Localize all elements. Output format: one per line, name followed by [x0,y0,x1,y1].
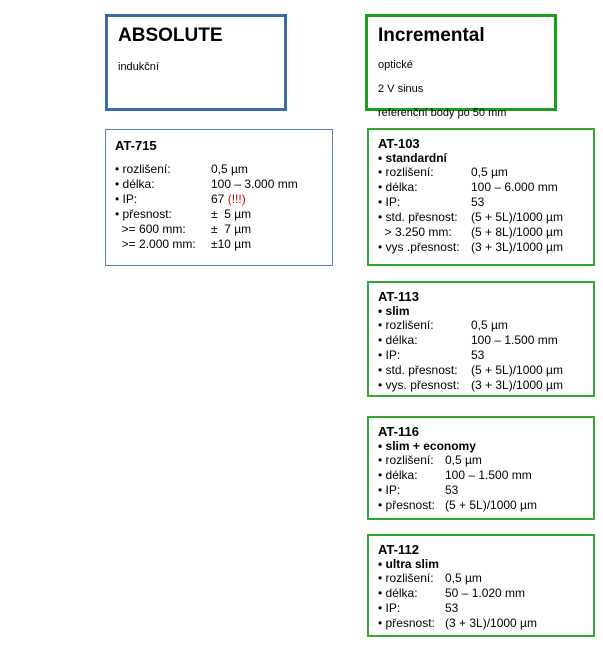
spec-value: 67 [211,192,225,206]
spec-label: • rozlišení: [378,165,434,179]
card-title: AT-715 [115,138,157,153]
spec-label: • délka: [378,333,418,347]
spec-value: (5 + 8L)/1000 µm [471,225,563,239]
incremental-line-3: referenční body po 50 mm [378,107,507,119]
spec-value: 53 [445,601,459,615]
spec-label: • IP: [115,192,138,206]
spec-label: • délka: [115,177,155,191]
spec-label: • rozlišení: [378,318,434,332]
spec-label: • rozlišení: [378,453,434,467]
spec-row: • vys .přesnost: (3 + 3L)/1000 µm [378,240,584,255]
card-at103: AT-103 • standardní • rozlišení: 0,5 µm … [367,128,595,266]
spec-row: • délka: 100 – 3.000 mm [115,177,323,192]
spec-value: 53 [471,195,485,209]
absolute-subtitle: indukční [118,61,159,73]
incremental-line-1: optické [378,59,413,71]
absolute-header-box: ABSOLUTE indukční [105,14,287,111]
card-subtitle: • slim + economy [378,439,476,453]
spec-value: (3 + 3L)/1000 µm [471,378,563,392]
spec-value: (3 + 3L)/1000 µm [445,616,537,630]
card-title: AT-112 [378,542,419,557]
card-subtitle: • slim [378,304,410,318]
card-title: AT-113 [378,289,419,304]
incremental-line-2: 2 V sinus [378,83,424,95]
spec-row: • délka: 100 – 1.500 mm [378,468,584,483]
spec-row: • délka: 100 – 1.500 mm [378,333,584,348]
card-title: AT-116 [378,424,419,439]
spec-value: 0,5 µm [445,453,482,467]
spec-label: • IP: [378,348,401,362]
spec-value: (3 + 3L)/1000 µm [471,240,563,254]
spec-row: • IP: 53 [378,348,584,363]
spec-value: 50 – 1.020 mm [445,586,526,600]
spec-value: 100 – 6.000 mm [471,180,558,194]
spec-value: 0,5 µm [211,162,248,176]
spec-label: • vys. přesnost: [378,378,460,392]
spec-row: > 3.250 mm: (5 + 8L)/1000 µm [378,225,584,240]
spec-value: 100 – 1.500 mm [471,333,558,347]
spec-value: (5 + 5L)/1000 µm [471,210,563,224]
spec-label: • přesnost: [115,207,172,221]
spec-value: 100 – 3.000 mm [211,177,298,191]
spec-label: • rozlišení: [378,571,434,585]
incremental-title: Incremental [378,25,485,46]
card-at715: AT-715 • rozlišení: 0,5 µm • délka: 100 … [105,129,333,266]
spec-row: • vys. přesnost: (3 + 3L)/1000 µm [378,378,584,393]
spec-value: 0,5 µm [471,165,508,179]
spec-label: • přesnost: [378,498,435,512]
spec-row: • IP: 67 (!!!) [115,192,323,207]
spec-row: • IP: 53 [378,195,584,210]
card-at112: AT-112 • ultra slim • rozlišení: 0,5 µm … [367,534,595,637]
spec-label: • IP: [378,601,401,615]
spec-label: • std. přesnost: [378,363,458,377]
spec-row: • přesnost: (3 + 3L)/1000 µm [378,616,584,631]
spec-label: >= 2.000 mm: [115,237,196,251]
spec-row: • IP: 53 [378,483,584,498]
spec-value: 53 [445,483,459,497]
spec-row: • délka: 50 – 1.020 mm [378,586,584,601]
card-subtitle: • ultra slim [378,557,439,571]
spec-label: • přesnost: [378,616,435,630]
spec-label: • délka: [378,586,418,600]
spec-label: • IP: [378,195,401,209]
spec-value: 100 – 1.500 mm [445,468,532,482]
spec-row: • přesnost: ± 5 µm [115,207,323,222]
spec-row: • délka: 100 – 6.000 mm [378,180,584,195]
spec-value: ±10 µm [211,237,252,251]
spec-row: • rozlišení: 0,5 µm [378,453,584,468]
incremental-header-box: Incremental optické 2 V sinus referenční… [365,14,557,119]
spec-row: • rozlišení: 0,5 µm [378,165,584,180]
spec-row: • rozlišení: 0,5 µm [378,318,584,333]
spec-value: (5 + 5L)/1000 µm [445,498,537,512]
spec-label: • délka: [378,180,418,194]
warning-note: (!!!) [227,192,246,206]
spec-row: • IP: 53 [378,601,584,616]
spec-value: 0,5 µm [445,571,482,585]
spec-label: • std. přesnost: [378,210,458,224]
spec-value: ± 7 µm [211,222,252,236]
spec-label: • IP: [378,483,401,497]
spec-row: • rozlišení: 0,5 µm [378,571,584,586]
spec-row: >= 2.000 mm: ±10 µm [115,237,323,252]
spec-value: ± 5 µm [211,207,252,221]
spec-row: >= 600 mm: ± 7 µm [115,222,323,237]
spec-label: >= 600 mm: [115,222,186,236]
spec-value: 53 [471,348,485,362]
spec-value-wrap: 67 (!!!) [211,192,246,207]
spec-row: • std. přesnost: (5 + 5L)/1000 µm [378,210,584,225]
spec-label: • délka: [378,468,418,482]
card-title: AT-103 [378,136,420,151]
card-at113: AT-113 • slim • rozlišení: 0,5 µm • délk… [367,281,595,397]
spec-row: • rozlišení: 0,5 µm [115,162,323,177]
spec-row: • přesnost: (5 + 5L)/1000 µm [378,498,584,513]
card-subtitle: • standardní [378,151,447,165]
spec-value: (5 + 5L)/1000 µm [471,363,563,377]
spec-label: • vys .přesnost: [378,240,460,254]
spec-label: > 3.250 mm: [378,225,452,239]
spec-label: • rozlišení: [115,162,171,176]
absolute-title: ABSOLUTE [118,25,223,46]
spec-value: 0,5 µm [471,318,508,332]
spec-row: • std. přesnost: (5 + 5L)/1000 µm [378,363,584,378]
card-at116: AT-116 • slim + economy • rozlišení: 0,5… [367,416,595,520]
